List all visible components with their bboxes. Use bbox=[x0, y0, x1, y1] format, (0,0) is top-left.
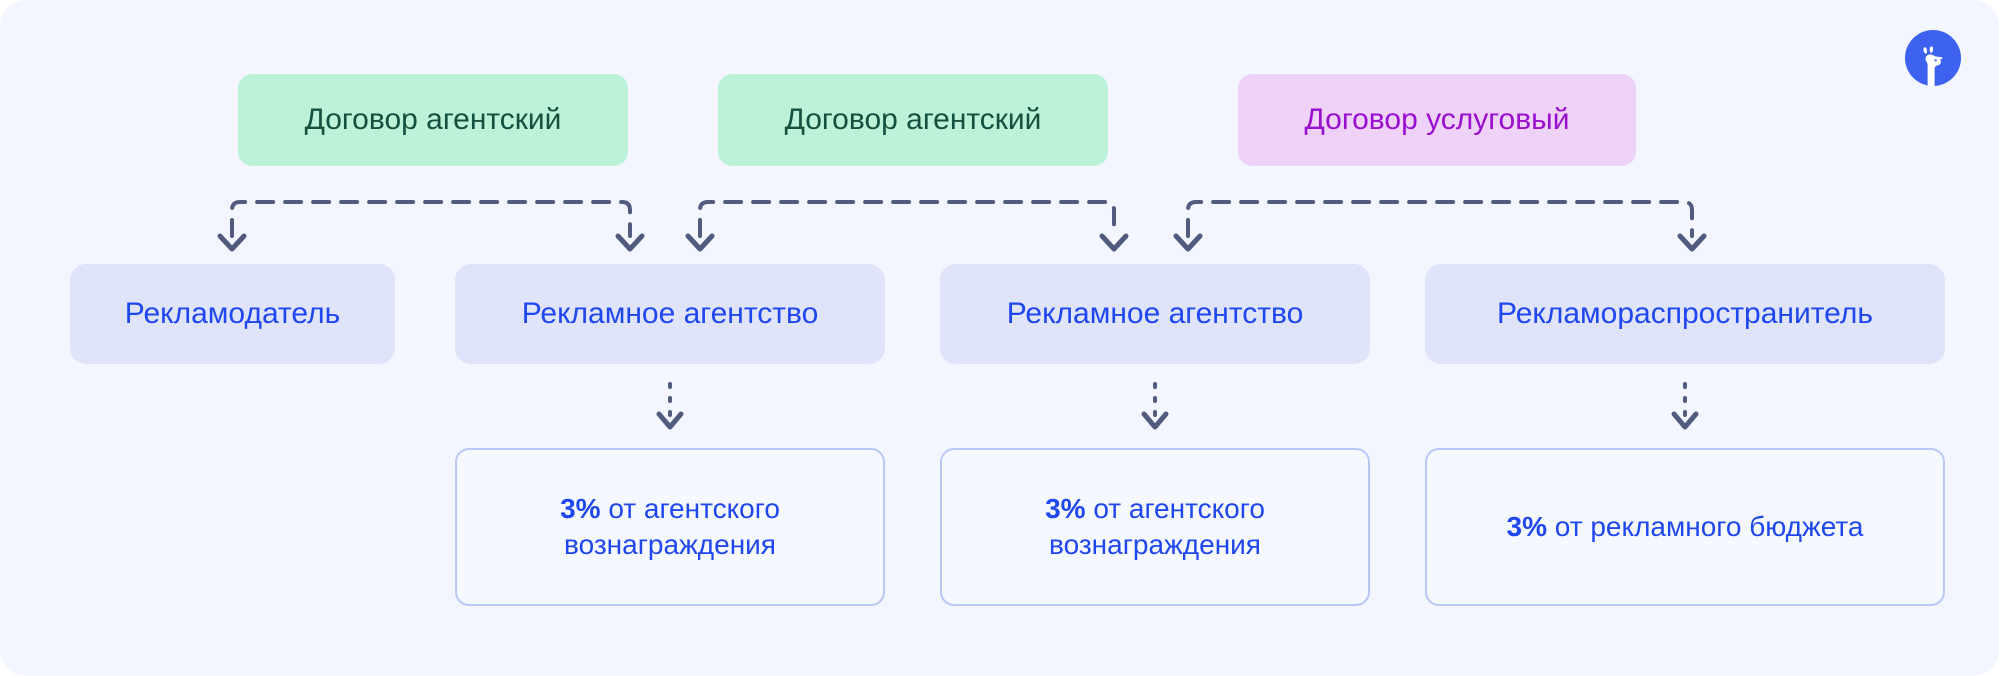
fee-box-3-text: 3% от рекламного бюджета bbox=[1507, 509, 1864, 545]
fee-box-1[interactable]: 3% от агентского вознаграждения bbox=[455, 448, 885, 606]
party-box-advertiser[interactable]: Рекламодатель bbox=[70, 264, 395, 364]
contract-box-1[interactable]: Договор агентский bbox=[238, 74, 628, 166]
party-box-agency-2-label: Рекламное агентство bbox=[1006, 296, 1304, 330]
fee-box-2-text: 3% от агентского вознаграждения bbox=[960, 491, 1350, 563]
llama-logo bbox=[1905, 30, 1961, 86]
fee-box-2-basis: от агентского вознаграждения bbox=[1049, 493, 1265, 560]
connector-agency1-fee bbox=[652, 382, 688, 438]
party-box-agency-1[interactable]: Рекламное агентство bbox=[455, 264, 885, 364]
fee-box-3-percent: 3% bbox=[1506, 511, 1548, 543]
fee-box-2-percent: 3% bbox=[1045, 493, 1086, 525]
connector-contract1 bbox=[210, 196, 670, 262]
fee-box-2[interactable]: 3% от агентского вознаграждения bbox=[940, 448, 1370, 606]
fee-box-3[interactable]: 3% от рекламного бюджета bbox=[1425, 448, 1945, 606]
fee-box-1-text: 3% от агентского вознаграждения bbox=[475, 491, 865, 563]
fee-box-3-basis: от рекламного бюджета bbox=[1547, 511, 1864, 543]
party-box-agency-2[interactable]: Рекламное агентство bbox=[940, 264, 1370, 364]
connector-contract2 bbox=[678, 196, 1158, 262]
party-box-distributor[interactable]: Рекламораспространитель bbox=[1425, 264, 1945, 364]
contract-box-3[interactable]: Договор услуговый bbox=[1238, 74, 1636, 166]
fee-box-1-percent: 3% bbox=[560, 493, 601, 525]
connector-distributor-fee bbox=[1667, 382, 1703, 438]
connector-contract3 bbox=[1166, 196, 1736, 262]
party-box-agency-1-label: Рекламное агентство bbox=[521, 296, 819, 330]
contract-box-3-label: Договор услуговый bbox=[1304, 102, 1570, 136]
fee-box-1-basis: от агентского вознаграждения bbox=[564, 493, 780, 560]
party-box-distributor-label: Рекламораспространитель bbox=[1497, 296, 1873, 330]
contract-box-2-label: Договор агентский bbox=[784, 102, 1042, 136]
contract-box-1-label: Договор агентский bbox=[304, 102, 562, 136]
connector-agency2-fee bbox=[1137, 382, 1173, 438]
contract-box-2[interactable]: Договор агентский bbox=[718, 74, 1108, 166]
party-box-advertiser-label: Рекламодатель bbox=[124, 296, 341, 330]
